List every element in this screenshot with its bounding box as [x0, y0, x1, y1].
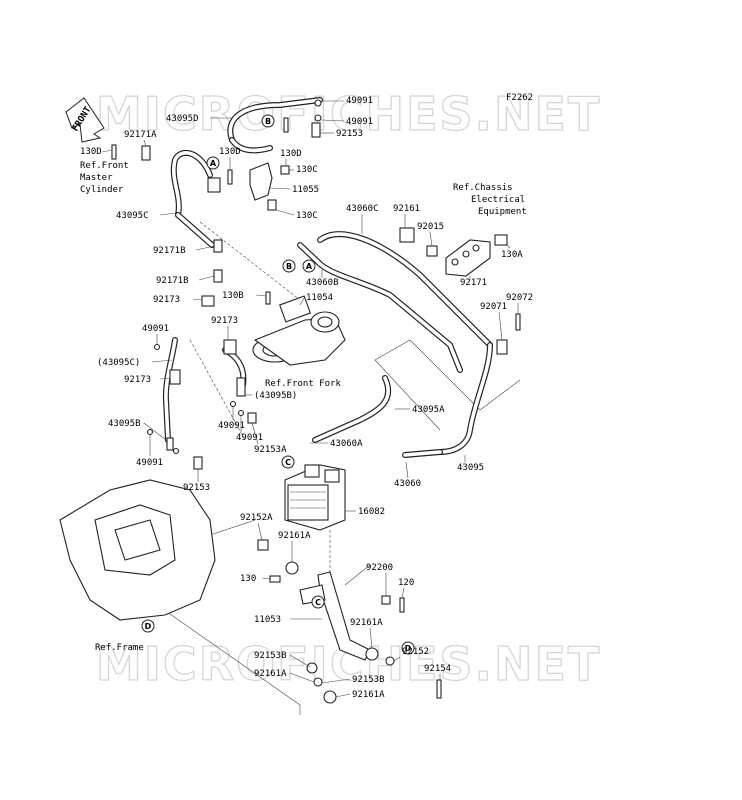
- part-label: 92154: [424, 664, 451, 674]
- part-label: 92161A: [254, 669, 287, 679]
- abs-hydraulic-unit: [284, 464, 346, 531]
- ref-front-master-1: Ref.Front: [80, 161, 129, 171]
- part-label: 92071: [480, 302, 507, 312]
- svg-text:C: C: [285, 458, 291, 467]
- part-label: 92171B: [153, 246, 186, 256]
- part-label: 120: [398, 578, 414, 588]
- part-label: 130D: [80, 147, 102, 157]
- part-label: 92153B: [352, 675, 385, 685]
- part-label: (43095C): [97, 358, 140, 368]
- part-label: 49091: [346, 117, 373, 127]
- label-leaders: [101, 100, 519, 698]
- part-label: 11055: [292, 185, 319, 195]
- ref-front-fork: Ref.Front Fork: [265, 379, 341, 389]
- watermark-top: MICROFICHES.NET: [96, 87, 601, 141]
- part-label: 92153: [183, 483, 210, 493]
- part-label: 92173: [211, 316, 238, 326]
- svg-text:A: A: [306, 262, 313, 271]
- part-label: 130A: [501, 250, 523, 260]
- part-label: 11053: [254, 615, 281, 625]
- svg-text:D: D: [405, 644, 412, 653]
- front-arrow-icon: FRONT: [65, 97, 105, 143]
- part-label: 11054: [306, 293, 333, 303]
- ref-front-master-3: Cylinder: [80, 185, 124, 195]
- reference-labels: Ref.Front Master Cylinder Ref.Chassis El…: [80, 161, 527, 653]
- part-label: 49091: [236, 433, 263, 443]
- diagram-code: F2262: [506, 93, 533, 103]
- part-label: 92152: [402, 647, 429, 657]
- part-label: 43095C: [116, 211, 149, 221]
- frame-outline: [59, 479, 216, 621]
- part-label: 92153A: [254, 445, 287, 455]
- ref-chassis-1: Ref.Chassis: [453, 183, 513, 193]
- part-label: 49091: [218, 421, 245, 431]
- part-label: 92152A: [240, 513, 273, 523]
- part-label: 92161: [393, 204, 420, 214]
- part-label: 92161A: [352, 690, 385, 700]
- part-label: 92171B: [156, 276, 189, 286]
- part-label: 43060A: [330, 439, 363, 449]
- ref-chassis-3: Equipment: [478, 207, 527, 217]
- ref-front-master-2: Master: [80, 173, 113, 183]
- part-label: 16082: [358, 507, 385, 517]
- part-label: 43095A: [412, 405, 445, 415]
- svg-text:A: A: [210, 159, 217, 168]
- part-labels: 49091 43095D 49091 92153 92171A 130D 130…: [80, 96, 533, 700]
- part-label: 92173: [153, 295, 180, 305]
- part-label: 92171: [460, 278, 487, 288]
- svg-text:D: D: [145, 622, 152, 631]
- front-fork-clamp: [252, 295, 346, 366]
- part-label: 49091: [346, 96, 373, 106]
- part-label: 130C: [296, 165, 318, 175]
- part-label: 92072: [506, 293, 533, 303]
- part-label: 92171A: [124, 130, 157, 140]
- part-label: 130C: [296, 211, 318, 221]
- part-label: (43095B): [254, 391, 297, 401]
- part-label: 49091: [142, 324, 169, 334]
- part-label: 92200: [366, 563, 393, 573]
- svg-text:B: B: [265, 117, 271, 126]
- chassis-connector: [445, 239, 491, 277]
- part-label: 92153B: [254, 651, 287, 661]
- part-label: 43095D: [166, 114, 199, 124]
- part-label: 49091: [136, 458, 163, 468]
- part-label: 130D: [219, 147, 241, 157]
- circle-tags: A B A B C C D D: [141, 114, 415, 655]
- part-label: 43060C: [346, 204, 379, 214]
- svg-text:B: B: [286, 262, 292, 271]
- part-label: 43095B: [108, 419, 141, 429]
- part-label: 92153: [336, 129, 363, 139]
- part-label: 130: [240, 574, 256, 584]
- ref-frame: Ref.Frame: [95, 643, 144, 653]
- part-label: 130D: [280, 149, 302, 159]
- part-label: 43060B: [306, 278, 339, 288]
- reference-lines: [149, 221, 521, 715]
- part-label: 43095: [457, 463, 484, 473]
- part-label: 43060: [394, 479, 421, 489]
- svg-text:C: C: [315, 598, 321, 607]
- part-label: 92015: [417, 222, 444, 232]
- part-label: 92173: [124, 375, 151, 385]
- part-label: 92161A: [350, 618, 383, 628]
- ref-chassis-2: Electrical: [471, 195, 525, 205]
- part-label: 92161A: [278, 531, 311, 541]
- part-label: 130B: [222, 291, 244, 301]
